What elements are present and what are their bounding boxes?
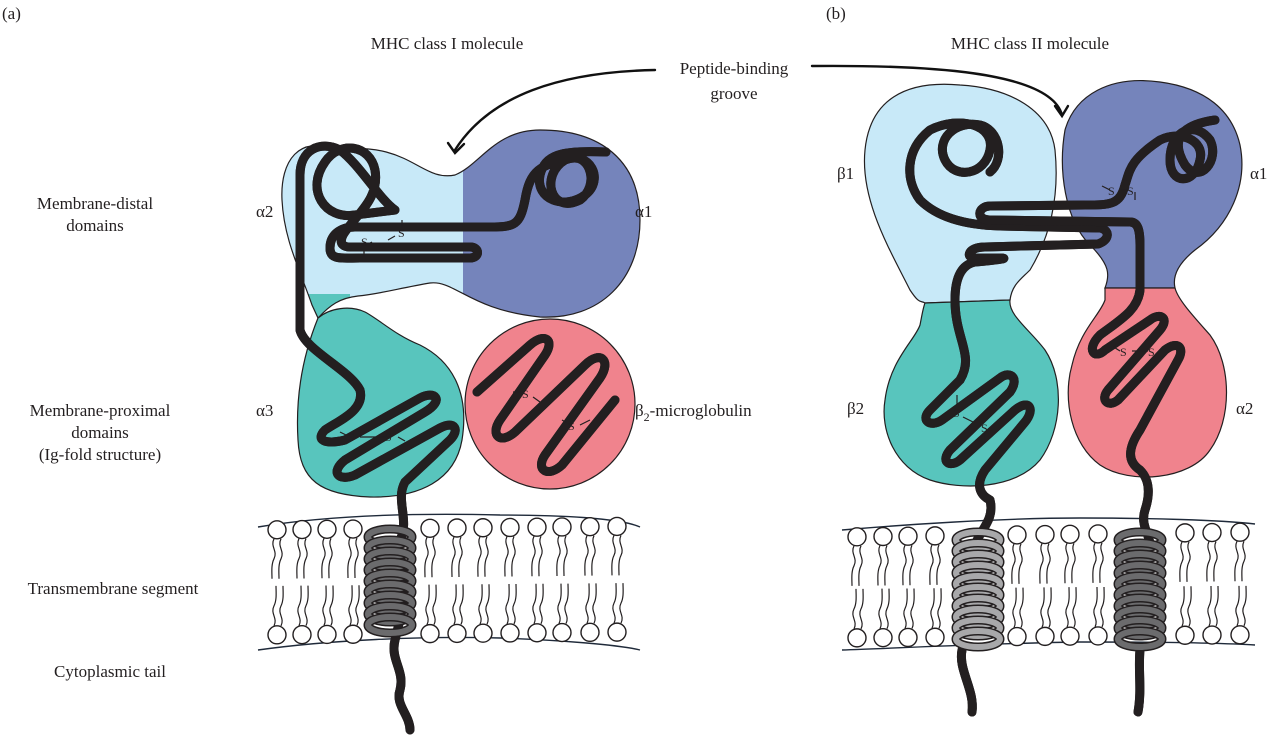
b2m-label: β2-microglobulin: [635, 401, 752, 424]
svg-text:S: S: [361, 235, 368, 249]
lipid: [500, 517, 520, 643]
proximal-label-line3: (Ig-fold structure): [39, 445, 161, 464]
membrane-a: [257, 513, 641, 651]
svg-text:S: S: [953, 406, 960, 420]
svg-text:S: S: [522, 387, 529, 401]
lipid: [607, 516, 627, 642]
lipid: [873, 526, 893, 648]
class2-beta-domains: [863, 83, 1059, 487]
lipid: [317, 519, 337, 645]
disulfide-bonds-a: S S S S S S: [339, 220, 591, 444]
lipid: [473, 518, 493, 643]
lipid: [925, 526, 945, 647]
class1-alpha2-label: α2: [256, 202, 273, 221]
panel-b-title: MHC class II molecule: [951, 34, 1109, 53]
proximal-label-line2: domains: [71, 423, 129, 442]
class2-alpha-chain: [980, 115, 1220, 717]
lipid: [267, 520, 287, 645]
lipid: [1088, 524, 1108, 646]
lipid: [447, 518, 467, 644]
lipid: [292, 519, 312, 645]
beta2-domain: [883, 299, 1059, 487]
lipid: [552, 517, 572, 643]
svg-text:S: S: [1120, 345, 1127, 359]
alpha1-domain: [1061, 80, 1243, 289]
svg-text:S: S: [1148, 345, 1155, 359]
disulfide-bonds-b: S S S S S S: [953, 184, 1155, 443]
cytoplasmic-label: Cytoplasmic tail: [54, 662, 166, 681]
lipid: [343, 519, 363, 644]
transmembrane-label: Transmembrane segment: [28, 579, 199, 598]
class2-alpha2-label: α2: [1236, 399, 1253, 418]
class2-beta1-label: β1: [837, 164, 854, 183]
svg-text:S: S: [981, 421, 988, 435]
lipid: [1175, 523, 1195, 645]
class1-alpha3-label: α3: [256, 401, 273, 420]
lipid: [580, 516, 600, 643]
svg-text:S: S: [398, 226, 405, 240]
groove-label-line2: groove: [710, 84, 757, 103]
panel-a-letter: (a): [2, 4, 21, 23]
groove-label-line1: Peptide-binding: [680, 59, 789, 78]
b2m-chain: [472, 338, 620, 471]
lipid: [1060, 524, 1080, 646]
class1-alpha1-label: α1: [635, 202, 652, 221]
class1-heavy-chain: [295, 146, 611, 735]
class2-beta-chain: [910, 123, 1108, 717]
class2-beta-transmembrane-helix: [951, 527, 1005, 652]
svg-text:S: S: [568, 419, 575, 433]
class2-beta2-label: β2: [847, 399, 864, 418]
svg-text:S: S: [1108, 184, 1115, 198]
class2-alpha-transmembrane-helix: [1113, 527, 1167, 652]
class2-alpha1-label: α1: [1250, 164, 1267, 183]
lipid: [1007, 525, 1027, 647]
distal-label-line1: Membrane-distal: [37, 194, 153, 213]
svg-text:S: S: [348, 430, 355, 444]
lipid: [420, 518, 440, 644]
groove-arrows: [446, 64, 1070, 155]
svg-text:S: S: [1127, 184, 1134, 198]
class1-alpha3-domain: [296, 307, 465, 498]
lipid: [1230, 522, 1250, 645]
panel-a-title: MHC class I molecule: [371, 34, 524, 53]
lipid: [1202, 522, 1222, 645]
lipid: [1035, 524, 1055, 647]
lipid: [898, 526, 918, 648]
lipid: [527, 517, 547, 643]
panel-b-letter: (b): [826, 4, 846, 23]
svg-text:S: S: [385, 430, 392, 444]
alpha2-domain: [1067, 287, 1228, 478]
class1-transmembrane-helix: [363, 524, 417, 638]
lipid: [847, 527, 867, 648]
membrane-b: [841, 517, 1256, 651]
proximal-label-line1: Membrane-proximal: [30, 401, 171, 420]
distal-label-line2: domains: [66, 216, 124, 235]
